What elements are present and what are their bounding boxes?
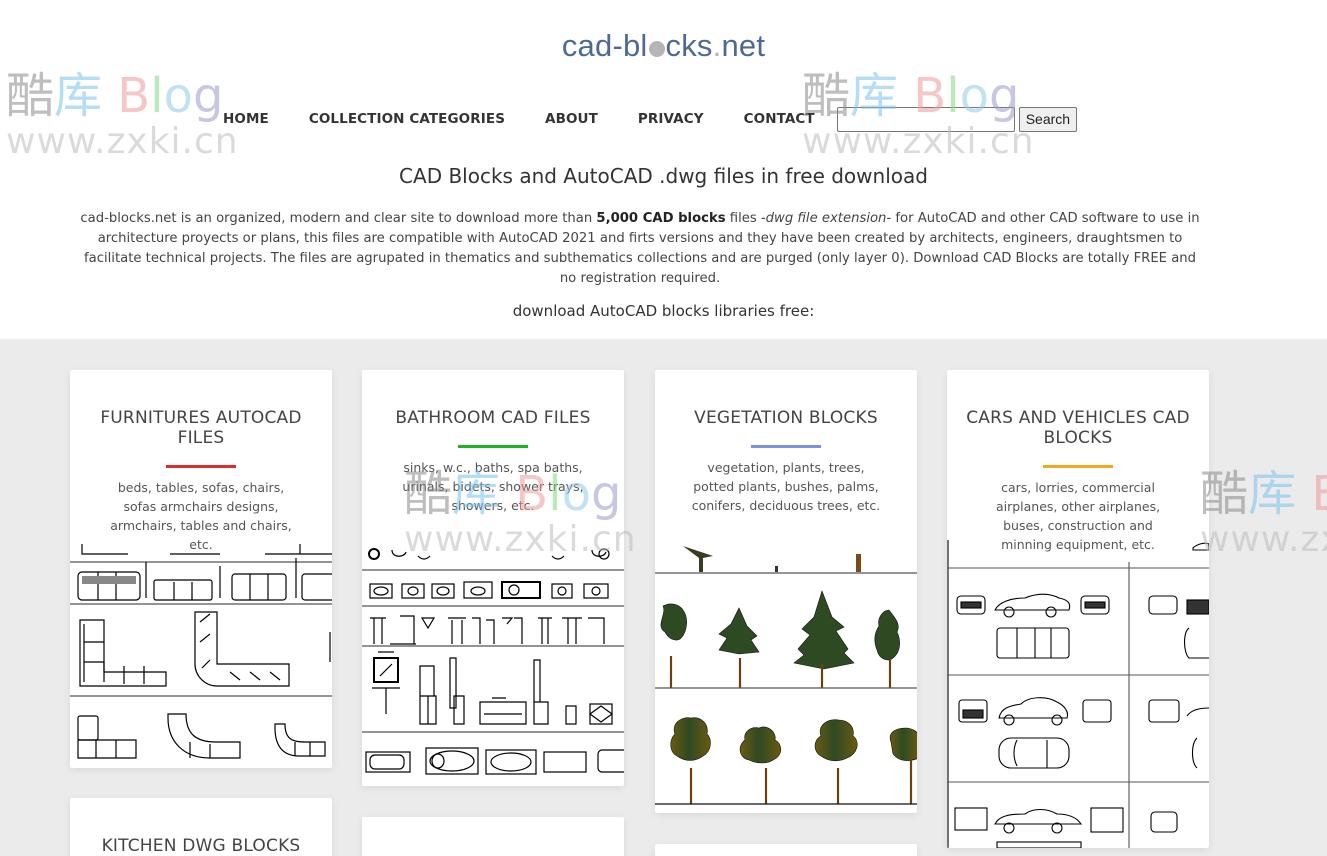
nav-collection-categories[interactable]: COLLECTION CATEGORIES (308, 111, 506, 127)
category-grid: FURNITURES AUTOCAD FILES beds, tables, s… (0, 339, 1327, 856)
category-card-vegetation[interactable]: VEGETATION BLOCKS vegetation, plants, tr… (655, 370, 917, 813)
category-card-bathroom[interactable]: BATHROOM CAD FILES sinks, w.c., baths, s… (362, 370, 624, 786)
furniture-thumbnail (70, 544, 332, 768)
cars-thumbnail (947, 540, 1209, 848)
card-title: VEGETATION BLOCKS (694, 408, 878, 428)
nav-about[interactable]: ABOUT (545, 111, 598, 127)
card-title: BATHROOM CAD FILES (395, 408, 591, 428)
card-accent-bar (751, 445, 821, 448)
category-card-kitchen[interactable]: KITCHEN DWG BLOCKS (70, 798, 332, 856)
search-button[interactable]: Search (1018, 106, 1078, 132)
card-accent-bar (1043, 465, 1113, 468)
search-input[interactable] (836, 106, 1015, 132)
card-description: cars, lorries, commercial airplanes, oth… (995, 480, 1161, 552)
libraries-subheading: download AutoCAD blocks libraries free: (512, 302, 815, 320)
nav-home[interactable]: HOME (223, 111, 269, 127)
card-description: beds, tables, sofas, chairs, sofas armch… (110, 480, 292, 552)
category-card-cars-vehicles[interactable]: CARS AND VEHICLES CAD BLOCKS cars, lorri… (947, 370, 1209, 848)
page-headline: CAD Blocks and AutoCAD .dwg files in fre… (399, 164, 928, 188)
card-title: KITCHEN DWG BLOCKS (101, 836, 301, 856)
category-card[interactable] (362, 817, 624, 856)
card-title: FURNITURES AUTOCAD FILES (100, 408, 302, 448)
card-description: sinks, w.c., baths, spa baths, urinals, … (402, 460, 584, 513)
bathroom-thumbnail (362, 546, 624, 786)
card-accent-bar (458, 445, 528, 448)
card-title: CARS AND VEHICLES CAD BLOCKS (966, 408, 1190, 448)
vegetation-thumbnail (655, 546, 917, 812)
intro-paragraph: cad-blocks.net is an organized, modern a… (80, 211, 1200, 286)
category-card[interactable] (655, 844, 917, 856)
card-description: vegetation, plants, trees, potted plants… (691, 460, 881, 513)
nav-contact[interactable]: CONTACT (743, 111, 815, 127)
category-card-furnitures[interactable]: FURNITURES AUTOCAD FILES beds, tables, s… (70, 370, 332, 768)
main-nav: HOME COLLECTION CATEGORIES ABOUT PRIVACY… (223, 106, 1078, 132)
card-accent-bar (166, 465, 236, 468)
nav-privacy[interactable]: PRIVACY (637, 111, 704, 127)
logo-dot-icon (648, 41, 665, 57)
